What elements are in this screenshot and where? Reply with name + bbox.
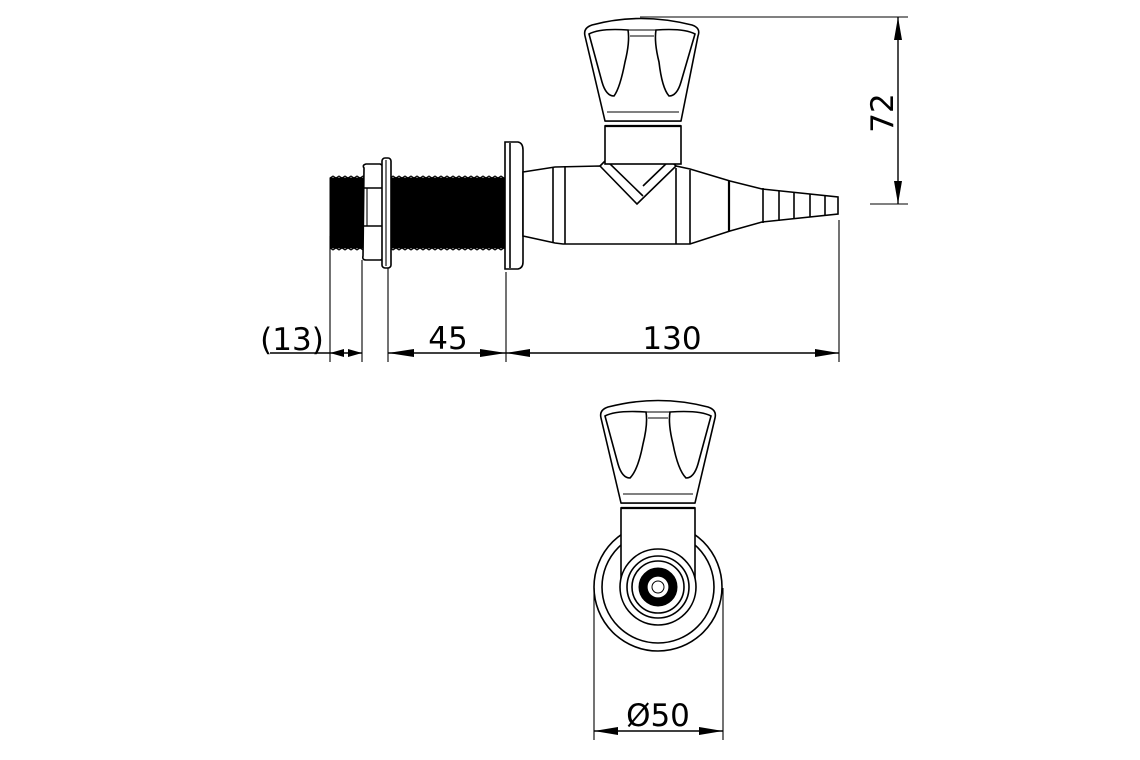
- valve-body: [522, 158, 839, 245]
- wall-flange: [504, 141, 524, 270]
- washer: [381, 157, 392, 269]
- dimension-label-13: (13): [260, 322, 324, 358]
- dimension-shank-length: 45: [388, 321, 506, 357]
- valve-stem: [604, 120, 682, 165]
- dimension-label-130: 130: [642, 321, 701, 357]
- extension-lines: [329, 16, 908, 362]
- side-view: (13) 45 130 72: [260, 16, 908, 362]
- threaded-shank: [329, 175, 508, 251]
- dimension-label-72: 72: [865, 93, 901, 132]
- front-view: Ø50: [593, 399, 724, 740]
- dimension-height: 72: [865, 17, 902, 204]
- front-handle-knob: [599, 399, 717, 504]
- dimension-label-diameter-50: Ø50: [626, 698, 690, 734]
- outlet-nozzle: [619, 548, 697, 626]
- dimension-body-length: 130: [506, 321, 839, 357]
- handle-knob: [583, 17, 700, 122]
- dimension-thread-protrusion: (13): [260, 322, 362, 358]
- hex-nut: [362, 163, 384, 261]
- dimension-flange-diameter: Ø50: [593, 588, 724, 740]
- dimension-label-45: 45: [428, 321, 467, 357]
